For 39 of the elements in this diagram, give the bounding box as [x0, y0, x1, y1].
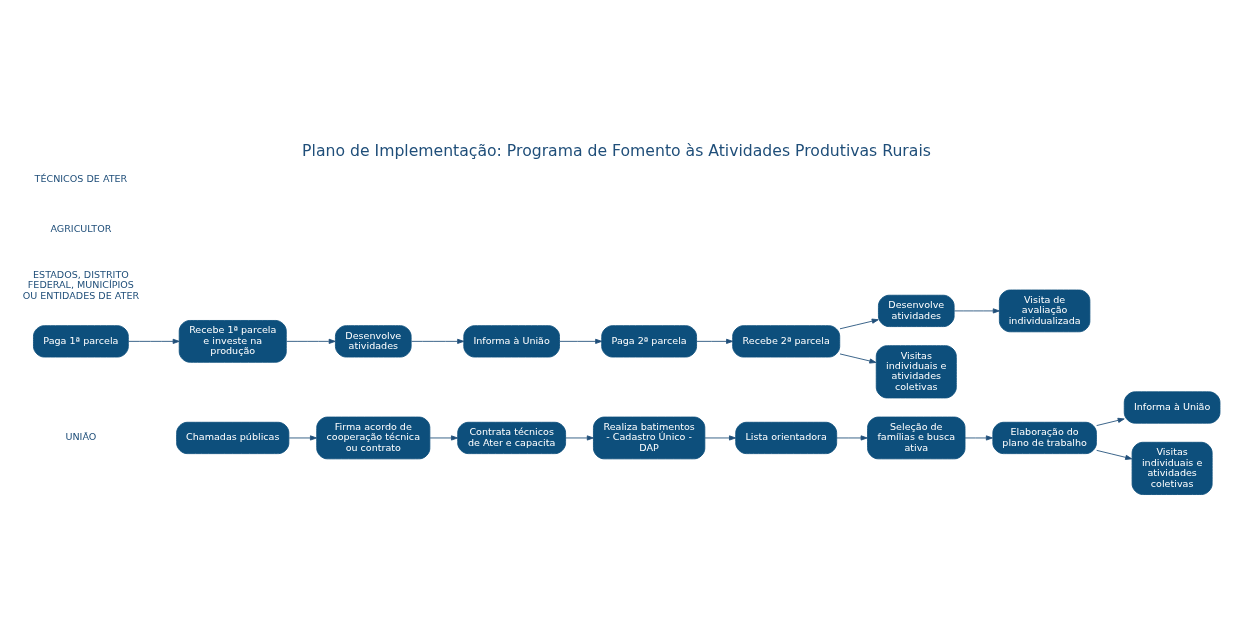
node-box: Realiza batimentos - Cadastro Único - DAP: [593, 416, 706, 460]
node-box: Recebe 2ª parcela: [732, 325, 841, 358]
arrow: [288, 435, 317, 441]
arrow: [954, 308, 1000, 314]
node-box: Contrata técnicos de Ater e capacita: [457, 421, 567, 455]
arrow: [411, 338, 465, 344]
node-box: Informa à União: [463, 325, 560, 358]
arrow: [286, 338, 336, 344]
arrow: [565, 435, 594, 441]
arrow: [704, 435, 736, 441]
arrow: [839, 353, 877, 364]
node-box: Lista orientadora: [735, 421, 838, 455]
label: ESTADOS, DISTRITO FEDERAL, MUNICÍPIOS OU ENTIDADES DE ATER: [22, 268, 140, 301]
arrow: [1096, 449, 1133, 460]
node-box: Seleção de famílias e busca ativa: [867, 416, 966, 460]
node-box: Elaboração do plano de trabalho: [992, 421, 1097, 455]
node-box: Chamadas públicas: [176, 421, 290, 455]
arrow: [128, 338, 180, 344]
arrow: [964, 435, 993, 441]
arrow: [429, 435, 458, 441]
node-box: Recebe 1ª parcela e investe na produção: [178, 320, 287, 363]
arrow: [559, 338, 603, 344]
label: UNIÃO: [65, 431, 97, 443]
arrow: [1096, 417, 1125, 426]
node-box: Visitas individuais e atividades coletivas: [875, 345, 957, 399]
label: AGRICULTOR: [50, 223, 112, 235]
arrow: [839, 318, 879, 330]
node-box: Paga 1ª parcela: [33, 325, 129, 358]
node-box: Desenvolve atividades: [335, 325, 412, 358]
arrow: [696, 338, 734, 344]
node-box: Desenvolve atividades: [878, 294, 955, 327]
node-box: Visitas individuais e atividades coletivas: [1131, 441, 1213, 495]
arrow: [836, 435, 868, 441]
node-box: Firma acordo de cooperação técnica ou contrato: [316, 416, 431, 460]
node-box: Paga 2ª parcela: [601, 325, 697, 358]
diagram-title: Plano de Implementação: Programa de Fomento às Atividades Produtivas Rurais: [302, 140, 931, 160]
node-box: Informa à União: [1123, 391, 1221, 424]
label: TÉCNICOS DE ATER: [34, 172, 128, 184]
node-box: Visita de avaliação individualizada: [998, 289, 1091, 333]
